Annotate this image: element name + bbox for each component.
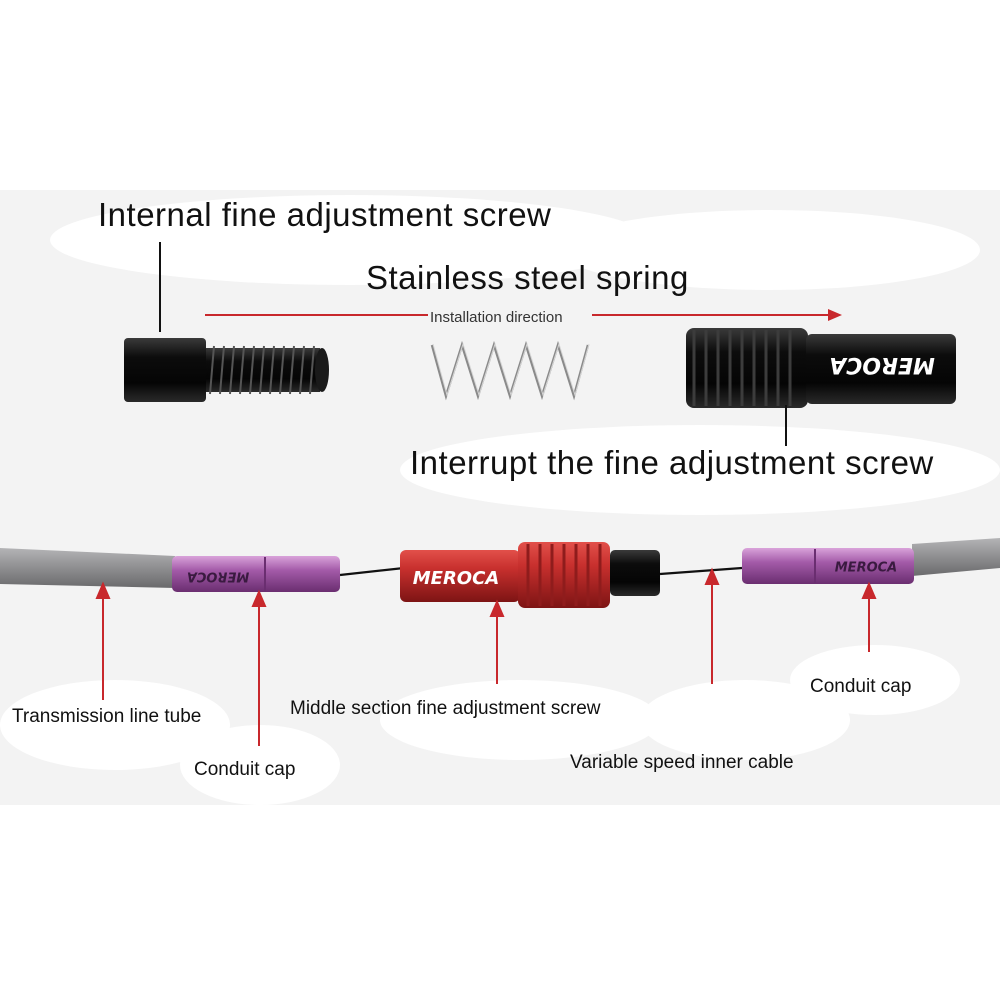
spring-part xyxy=(430,340,590,401)
brand-logo-left-cap: MEROCA xyxy=(187,569,249,584)
interrupt-screw-label: Interrupt the fine adjustment screw xyxy=(410,444,934,481)
brand-logo-black: MEROCA xyxy=(829,352,935,377)
arrow-conduit-cap-right xyxy=(861,581,877,652)
background-panel xyxy=(0,190,1000,805)
middle-screw-label: Middle section fine adjustment screw xyxy=(290,698,601,719)
installation-direction-label: Installation direction xyxy=(430,309,563,326)
arrow-conduit-cap-left xyxy=(251,589,267,746)
inner-cable-label: Variable speed inner cable xyxy=(570,752,794,773)
inner-cable xyxy=(339,566,743,577)
interrupt-screw-part: MEROCA xyxy=(686,328,956,408)
cloud-highlight xyxy=(400,425,1000,515)
conduit-cap-right-label: Conduit cap xyxy=(810,676,912,697)
arrow-transmission-tube xyxy=(95,581,111,700)
cloud-highlight xyxy=(560,210,980,290)
conduit-cap-left-label: Conduit cap xyxy=(194,759,296,780)
pointer-arrows xyxy=(95,567,877,746)
arrow-inner-cable xyxy=(704,567,720,684)
cloud-highlight xyxy=(380,680,660,760)
installation-direction-arrow xyxy=(205,309,842,321)
internal-screw-label: Internal fine adjustment screw xyxy=(98,196,552,233)
brand-logo-red: MEROCA xyxy=(413,568,500,589)
arrow-middle-screw xyxy=(489,599,505,684)
spring-label: Stainless steel spring xyxy=(366,259,689,296)
right-housing-tube xyxy=(912,538,1000,576)
internal-screw-part xyxy=(124,338,329,402)
cloud-highlight xyxy=(790,645,960,715)
conduit-cap-left-part: MEROCA xyxy=(172,556,340,592)
transmission-tube-label: Transmission line tube xyxy=(12,706,202,727)
middle-adjuster-part: MEROCA xyxy=(400,542,660,608)
conduit-cap-right-part: MEROCA xyxy=(742,548,914,584)
transmission-line-tube xyxy=(0,548,175,588)
cloud-highlight xyxy=(50,195,650,285)
brand-logo-right-cap: MEROCA xyxy=(835,561,897,576)
